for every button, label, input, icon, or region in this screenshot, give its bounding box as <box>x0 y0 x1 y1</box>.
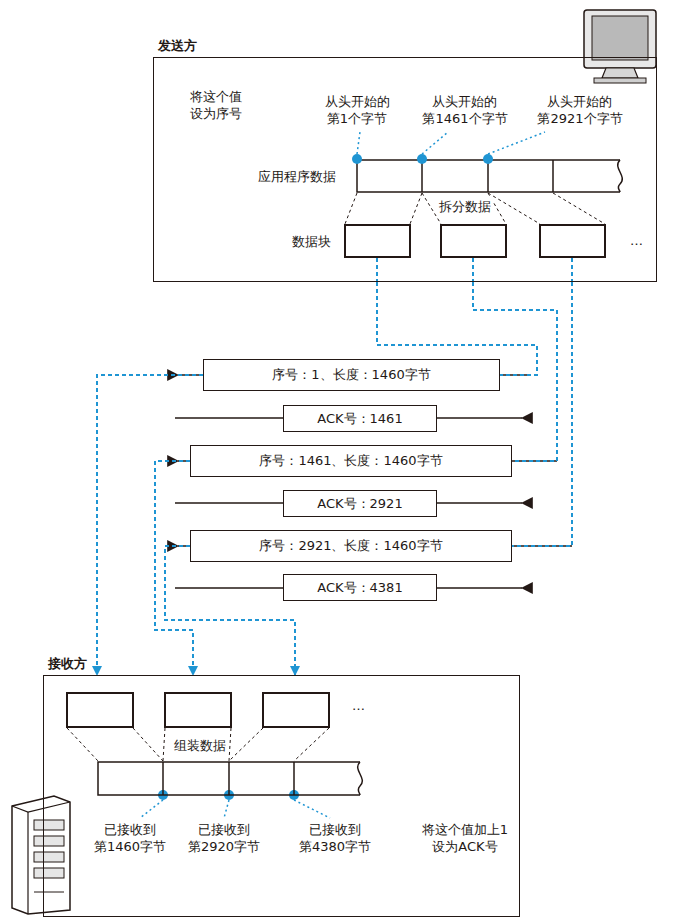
segment-label: 序号：1461、长度：1460字节 <box>253 452 448 470</box>
flow-line <box>377 258 572 282</box>
segment-label: ACK号：1461 <box>311 410 408 428</box>
annotation-label: … <box>630 232 643 249</box>
annotation-label: 组装数据 <box>172 737 228 754</box>
annotation-label: 将这个值加上1 设为ACK号 <box>422 821 508 855</box>
segment-box: ACK号：2921 <box>283 490 437 517</box>
segment-label: 序号：1、长度：1460字节 <box>266 366 436 384</box>
annotation-label: 从头开始的 第1个字节 <box>325 93 390 127</box>
flow-connector <box>155 461 193 675</box>
split-guide <box>345 193 605 224</box>
monitor-icon <box>578 6 662 86</box>
data-bar <box>98 762 362 795</box>
annotation-label: 拆分数据 <box>437 198 493 215</box>
segment-box: 序号：1、长度：1460字节 <box>203 359 500 391</box>
flow-connector <box>512 282 572 546</box>
data-block <box>345 225 605 257</box>
annotation-label: 已接收到 第1460字节 <box>94 821 166 855</box>
panel-heading: 发送方 <box>158 37 197 55</box>
annotation-label: 数据块 <box>292 233 331 250</box>
annotation-label: 从头开始的 第2921个字节 <box>537 93 622 127</box>
segment-box: ACK号：4381 <box>283 574 437 601</box>
annotation-label: 从头开始的 第1461个字节 <box>422 93 507 127</box>
assemble-guide <box>67 728 329 761</box>
host-panel: 接收方 <box>43 675 520 917</box>
transfer-arrow <box>175 375 572 588</box>
segment-box: ACK号：1461 <box>283 405 437 432</box>
leader-line <box>140 132 545 818</box>
annotation-label: 已接收到 第2920字节 <box>188 821 260 855</box>
annotation-label: 已接收到 第4380字节 <box>299 821 371 855</box>
segment-label: ACK号：2921 <box>311 495 408 513</box>
annotation-label: 将这个值 设为序号 <box>190 88 242 122</box>
segment-label: 序号：2921、长度：1460字节 <box>253 537 448 555</box>
flow-connector <box>97 375 203 675</box>
data-bar <box>357 160 622 192</box>
segment-box: 序号：1461、长度：1460字节 <box>190 445 512 477</box>
server-icon <box>4 792 76 918</box>
segment-label: ACK号：4381 <box>311 579 408 597</box>
marker-dot <box>158 154 493 800</box>
flow-connector <box>165 546 295 675</box>
panel-heading: 接收方 <box>48 655 87 673</box>
data-block <box>67 693 329 727</box>
annotation-label: … <box>352 697 365 714</box>
segment-box: 序号：2921、长度：1460字节 <box>190 530 512 562</box>
annotation-label: 应用程序数据 <box>258 168 336 185</box>
